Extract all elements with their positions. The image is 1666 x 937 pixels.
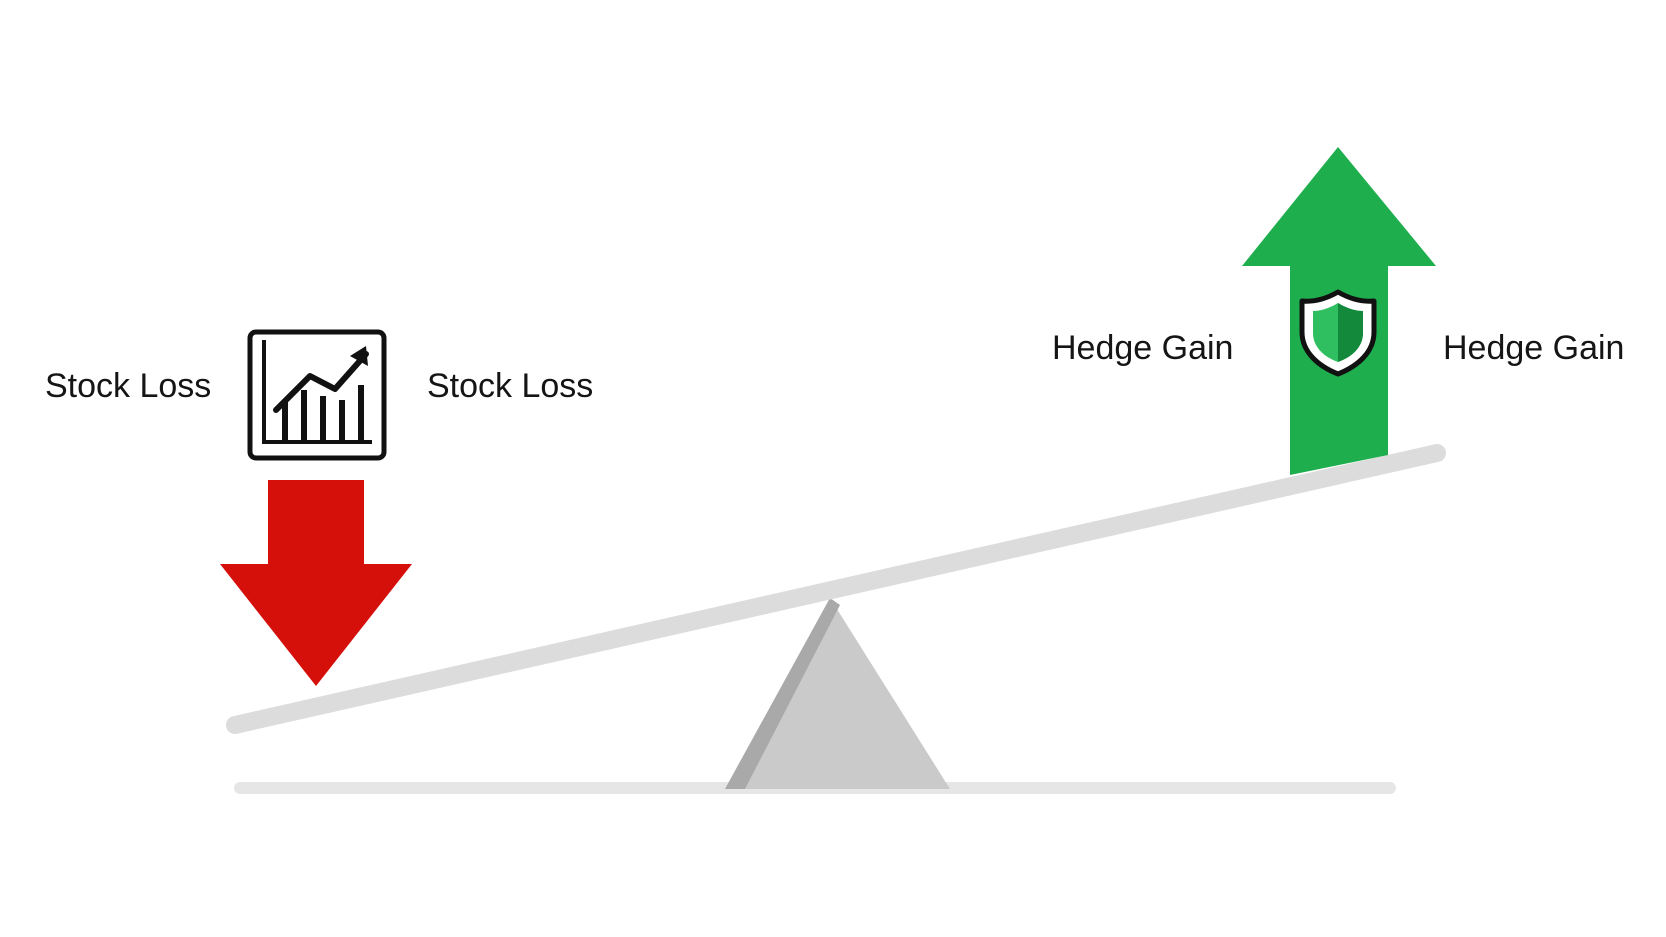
- loss-down-arrow: [220, 480, 412, 686]
- rising-stock-chart-icon: [247, 329, 387, 461]
- seesaw-beam: [226, 444, 1446, 734]
- hedge-gain-label-left: Hedge Gain: [1052, 329, 1234, 367]
- hedge-gain-label-right: Hedge Gain: [1443, 329, 1625, 367]
- fulcrum: [725, 598, 950, 789]
- stock-loss-label-left: Stock Loss: [45, 367, 212, 405]
- stock-loss-label-right: Stock Loss: [427, 367, 594, 405]
- shield-icon: [1299, 289, 1377, 377]
